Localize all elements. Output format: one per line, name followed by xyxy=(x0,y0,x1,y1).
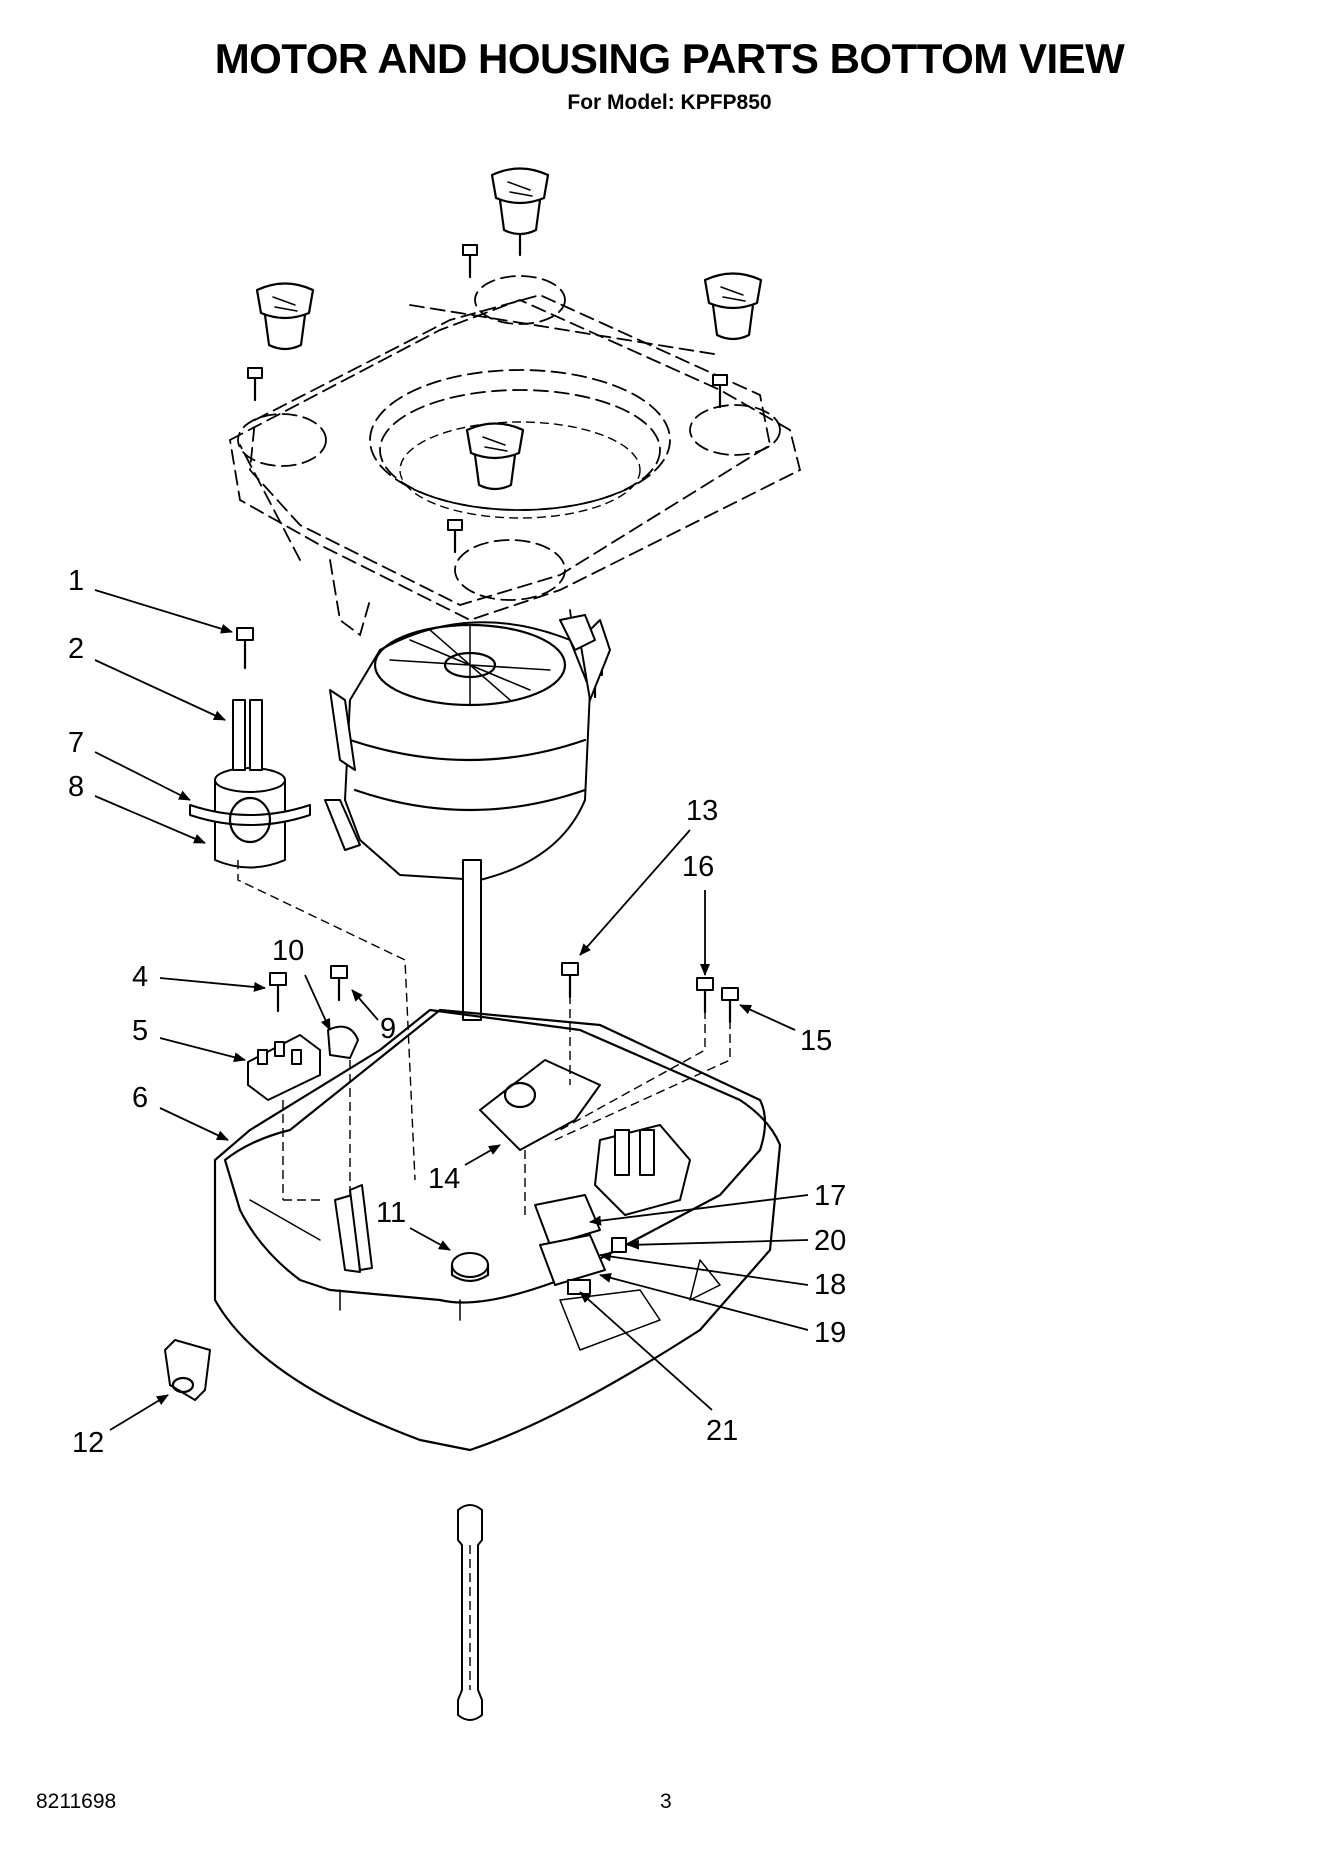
callout-16: 16 xyxy=(682,851,714,976)
page-number: 3 xyxy=(660,1790,672,1813)
callout-10: 10 xyxy=(272,935,331,1031)
callout-label: 2 xyxy=(68,633,84,665)
callout-21: 21 xyxy=(579,1291,738,1447)
callout-label: 17 xyxy=(814,1180,846,1212)
callout-label: 12 xyxy=(72,1427,104,1459)
callout-label: 9 xyxy=(380,1013,396,1045)
terminal-block xyxy=(247,972,321,1201)
wire-clamp xyxy=(327,965,373,1273)
callout-4: 4 xyxy=(132,961,266,993)
model-subtitle: For Model: KPFP850 xyxy=(567,91,772,114)
switch-assembly xyxy=(479,962,739,1295)
dashed-connector-capacitor xyxy=(237,860,416,1181)
callout-18: 18 xyxy=(599,1251,846,1301)
callout-label: 5 xyxy=(132,1015,148,1047)
callout-17: 17 xyxy=(589,1180,846,1226)
page-title: MOTOR AND HOUSING PARTS BOTTOM VIEW xyxy=(214,35,1125,82)
callout-20: 20 xyxy=(627,1225,846,1257)
callout-2: 2 xyxy=(68,633,226,721)
callout-label: 6 xyxy=(132,1082,148,1114)
side-foot xyxy=(164,1339,211,1401)
callout-label: 10 xyxy=(272,935,304,967)
callout-label: 20 xyxy=(814,1225,846,1257)
callout-label: 19 xyxy=(814,1317,846,1349)
callout-label: 21 xyxy=(706,1415,738,1447)
drive-shaft xyxy=(457,1504,483,1721)
grommet xyxy=(450,1252,490,1283)
callout-label: 14 xyxy=(428,1163,460,1195)
callout-9: 9 xyxy=(351,989,396,1045)
callout-label: 15 xyxy=(800,1025,832,1057)
callout-15: 15 xyxy=(739,1004,832,1057)
callout-label: 8 xyxy=(68,771,84,803)
callout-8: 8 xyxy=(68,771,206,844)
document-number: 8211698 xyxy=(36,1790,117,1813)
capacitor-assembly xyxy=(189,627,311,869)
callout-7: 7 xyxy=(68,727,191,801)
callout-label: 1 xyxy=(68,565,84,597)
callout-label: 13 xyxy=(686,795,718,827)
rubber-feet xyxy=(255,167,763,491)
callout-label: 4 xyxy=(132,961,148,993)
callout-12: 12 xyxy=(72,1394,169,1459)
motor xyxy=(324,614,611,1021)
callout-13: 13 xyxy=(579,795,718,956)
callout-5: 5 xyxy=(132,1015,246,1063)
callout-label: 18 xyxy=(814,1269,846,1301)
callout-19: 19 xyxy=(599,1272,846,1349)
callout-label: 7 xyxy=(68,727,84,759)
callout-label: 16 xyxy=(682,851,714,883)
callout-14: 14 xyxy=(428,1144,501,1195)
callout-1: 1 xyxy=(68,565,233,634)
callout-label: 11 xyxy=(376,1197,406,1229)
callout-11: 11 xyxy=(376,1197,451,1251)
callout-6: 6 xyxy=(132,1082,229,1141)
